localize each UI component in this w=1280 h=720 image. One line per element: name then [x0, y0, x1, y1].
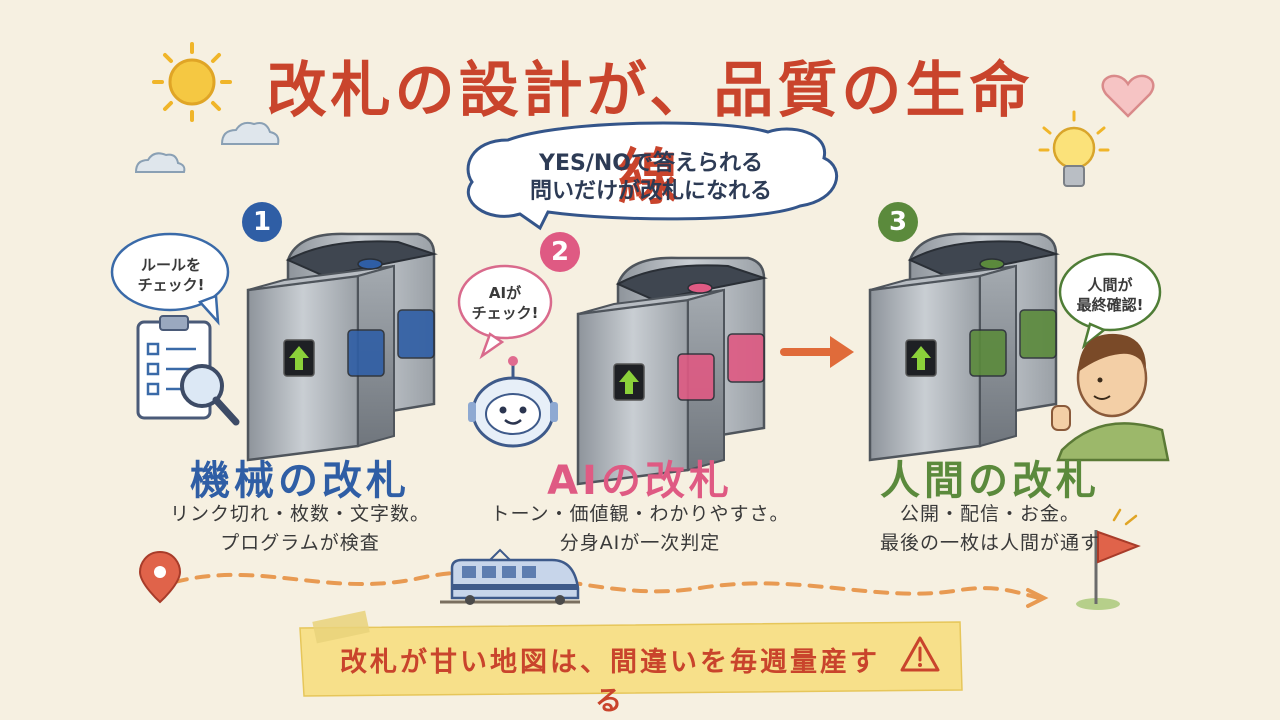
stage-3-bubble-line2: 最終確認!: [1076, 295, 1144, 314]
stage-1-speech-bubble: ルールを チェック!: [116, 256, 226, 295]
step-number-1: 1: [242, 202, 282, 242]
gate-flap: [727, 333, 765, 383]
bubble-tail: [1081, 322, 1107, 350]
gate-flap: [1019, 309, 1057, 359]
cloud-icon: [220, 121, 280, 145]
center-bubble-line2: 問いだけが改札になれる: [529, 178, 772, 204]
person-icon: [1051, 333, 1170, 462]
stage-1-desc: リンク切れ・枚数・文字数。 プログラムが検査: [160, 500, 440, 557]
gate-1: [246, 232, 438, 462]
stage-2-bubble-line2: チェック!: [471, 303, 539, 322]
stage-3-desc: 公開・配信・お金。 最後の一枚は人間が通す: [840, 500, 1140, 557]
stage-3-title: 人間の改札: [880, 458, 1100, 504]
bubble-tail: [479, 332, 505, 360]
up-arrow-icon: [289, 346, 309, 370]
card-reader-light: [357, 258, 383, 270]
stage-2-desc-line2: 分身AIが一次判定: [559, 531, 721, 554]
heart-icon: [1101, 74, 1155, 118]
stage-3-desc-line1: 公開・配信・お金。: [899, 503, 1080, 525]
card-reader-light: [979, 258, 1005, 270]
robot-icon: [468, 356, 558, 448]
center-bubble-text: YES/NOで答えられる 問いだけが改札になれる: [476, 150, 826, 205]
magnifier-icon: [180, 364, 240, 426]
gate-flap: [969, 329, 1007, 377]
train-icon: [440, 548, 580, 605]
step-number-3: 3: [878, 202, 918, 242]
stage-1-desc-line1: リンク切れ・枚数・文字数。: [169, 503, 430, 525]
stage-2-desc-line1: トーン・価値観・わかりやすさ。: [490, 503, 790, 525]
bottom-banner-shape: [299, 621, 963, 697]
gate-3: [868, 232, 1060, 462]
page-title: 改札の設計が、品質の生命線: [266, 56, 1034, 213]
gate-flap: [397, 309, 435, 359]
bubble-outline: [1058, 252, 1162, 332]
stage-2-speech-bubble: AIが チェック!: [460, 284, 550, 323]
center-speech-bubble: [466, 121, 839, 231]
flow-arrow: [780, 336, 854, 368]
gate-top: [907, 240, 1060, 278]
route-arrowhead: [1026, 588, 1049, 608]
card-reader-light: [687, 282, 713, 294]
bubble-outline: [110, 232, 230, 312]
stage-1-bubble-line1: ルールを: [140, 256, 201, 274]
stage-2-bubble-line1: AIが: [488, 284, 522, 302]
stage-1-title: 機械の改札: [190, 458, 410, 504]
stage-2-title: AIの改札: [547, 458, 733, 504]
up-arrow-icon: [619, 370, 639, 394]
gate-top: [285, 240, 438, 278]
stage-2-desc: トーン・価値観・わかりやすさ。 分身AIが一次判定: [490, 500, 790, 557]
step-number-2: 2: [540, 232, 580, 272]
bottom-banner-text: 改札が甘い地図は、間違いを毎週量産する: [340, 647, 880, 717]
gate-top: [615, 264, 768, 302]
cloud-icon: [134, 152, 186, 173]
stage-3-desc-line2: 最後の一枚は人間が通す: [879, 531, 1100, 554]
gate-flap: [677, 353, 715, 401]
up-arrow-icon: [911, 346, 931, 370]
sun-icon: [152, 42, 232, 122]
warning-icon: [900, 636, 940, 672]
stage-3-speech-bubble: 人間が 最終確認!: [1060, 276, 1160, 315]
tape: [312, 610, 370, 644]
center-bubble-line1: YES/NOで答えられる: [539, 151, 763, 176]
bubble-outline: [457, 264, 553, 340]
stage-3-bubble-line1: 人間が: [1087, 276, 1133, 294]
stage-1-bubble-line2: チェック!: [137, 275, 205, 294]
bubble-tail: [197, 294, 220, 326]
stage-1-desc-line2: プログラムが検査: [220, 531, 380, 554]
light-bulb-icon: [1038, 110, 1110, 187]
goal-flag-icon: [1076, 508, 1141, 610]
gate-2: [576, 256, 768, 486]
gate-flap: [347, 329, 385, 377]
map-pin-icon: [138, 550, 182, 604]
